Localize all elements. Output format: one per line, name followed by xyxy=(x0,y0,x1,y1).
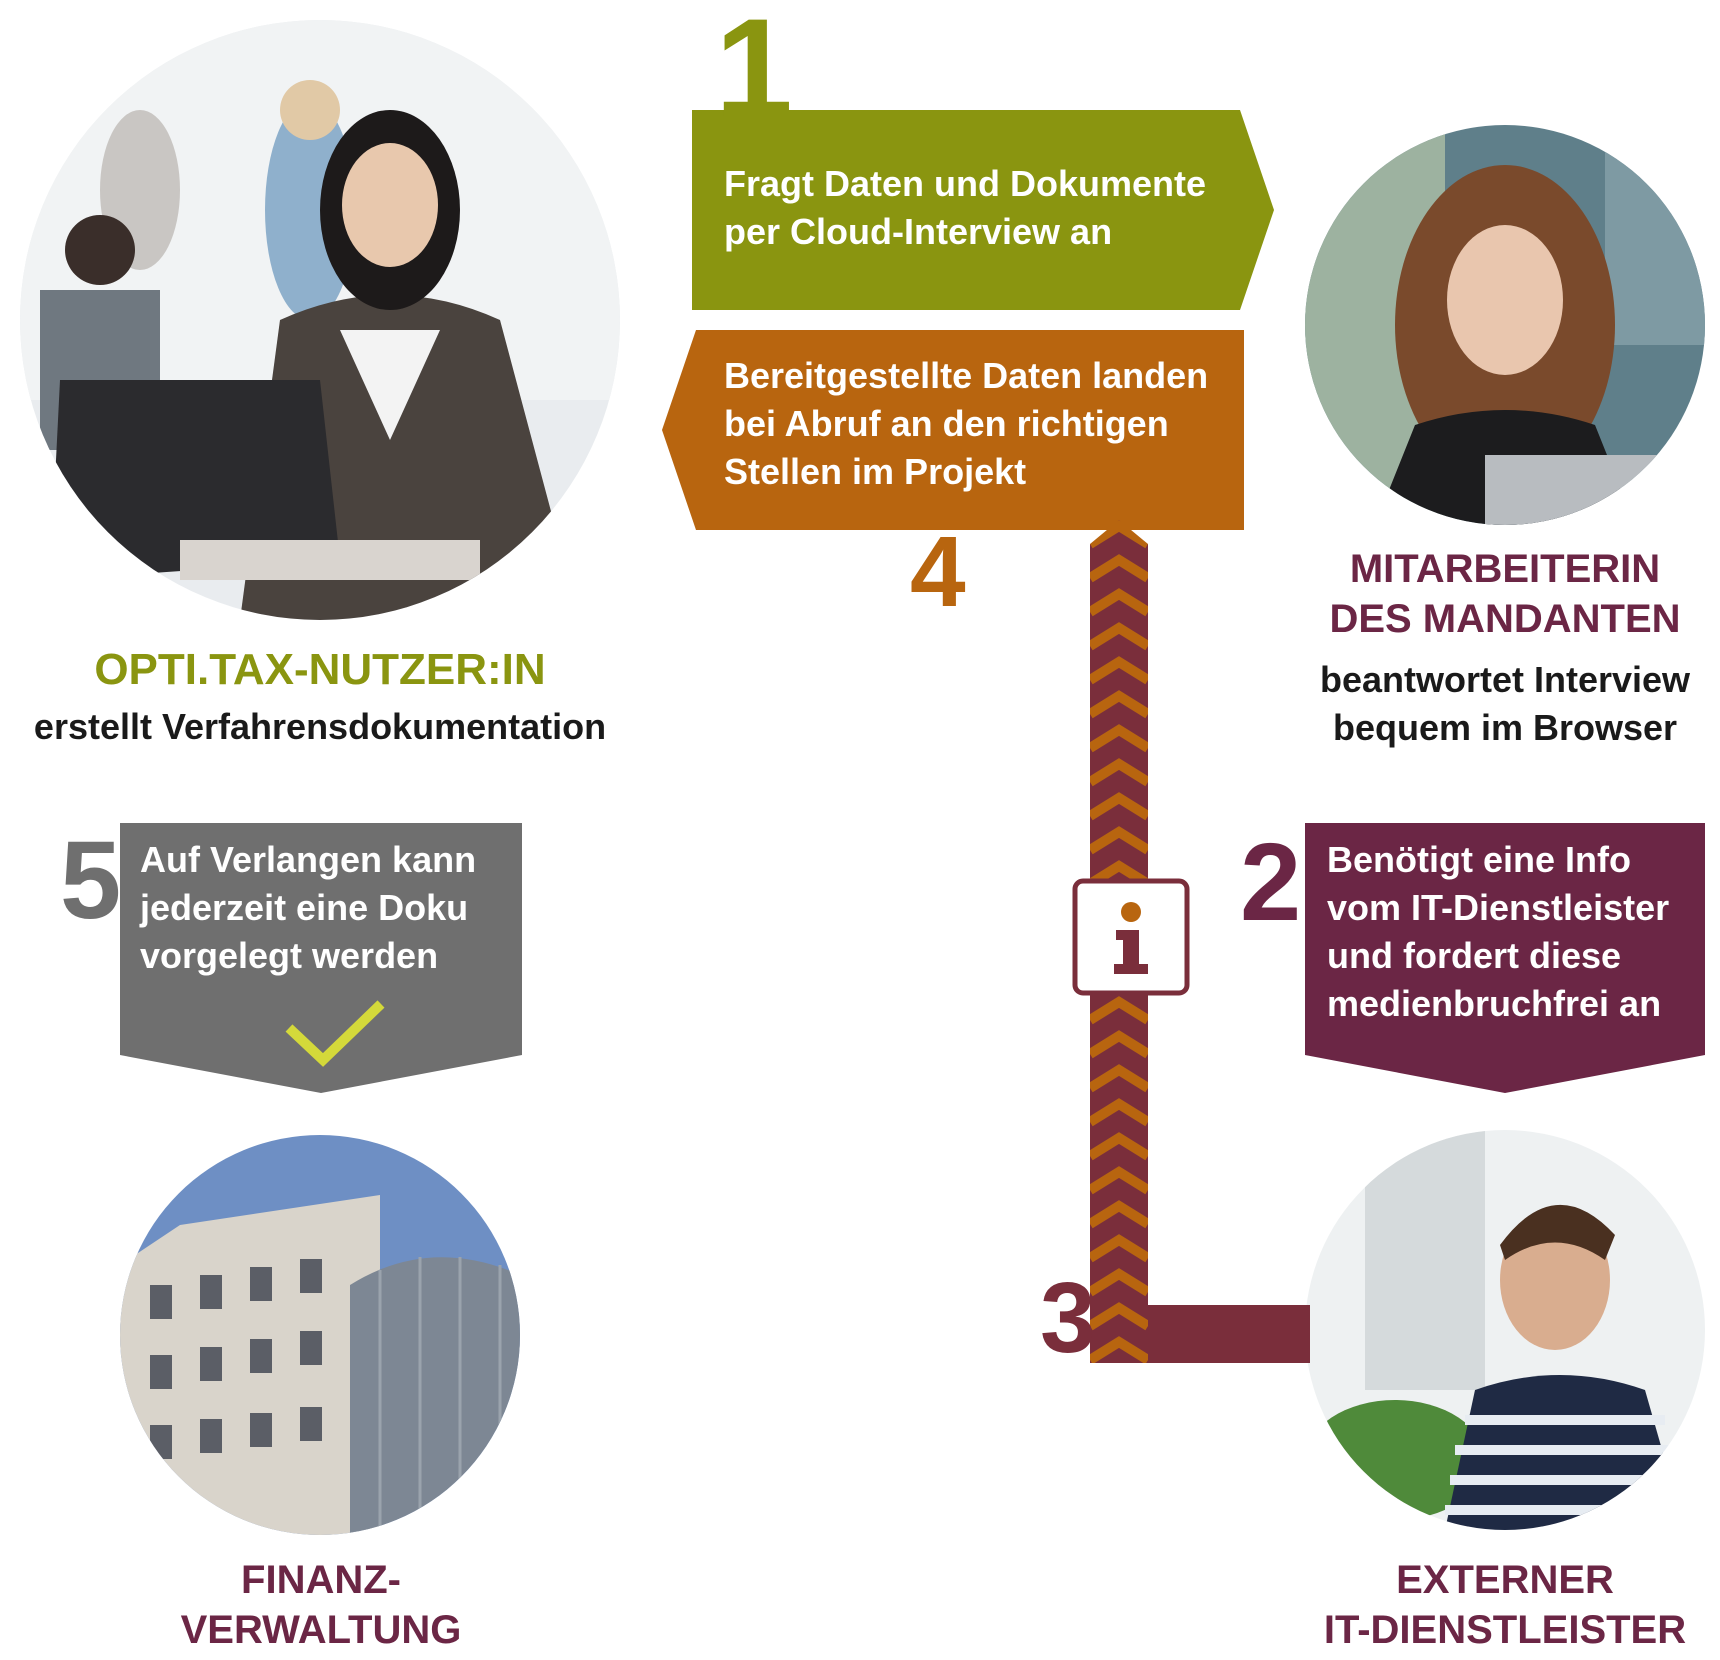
role-client-subtitle: beantwortet Interview bequem im Browser xyxy=(1319,659,1691,748)
step4-number: 4 xyxy=(910,516,966,628)
checkmark-icon xyxy=(283,998,387,1070)
step2-text: Benötigt eine Info vom IT-Dienstleister … xyxy=(1327,839,1670,1024)
photo-client-employee xyxy=(1305,125,1705,525)
step5-number: 5 xyxy=(60,819,122,942)
step2-box xyxy=(1305,823,1705,1093)
role-tax-office-title: FINANZ- VERWALTUNG xyxy=(180,1558,462,1652)
info-icon xyxy=(1072,878,1190,996)
photo-opti-tax-user xyxy=(20,20,620,620)
role-client-title: MITARBEITERIN DES MANDANTEN xyxy=(1329,547,1681,641)
photo-it-service-provider xyxy=(1305,1130,1705,1530)
step4-banner xyxy=(662,330,1244,530)
step1-number: 1 xyxy=(715,0,793,146)
step5-box xyxy=(120,823,522,1093)
role-user-title: OPTI.TAX-NUTZER:IN xyxy=(94,645,546,694)
step4-text: Bereitgestellte Daten landen bei Abruf a… xyxy=(724,355,1209,492)
step3-number: 3 xyxy=(1040,1262,1096,1374)
role-it-title: EXTERNER IT-DIENSTLEISTER xyxy=(1323,1558,1687,1652)
step1-text: Fragt Daten und Dokumente per Cloud-Inte… xyxy=(724,163,1207,252)
photo-tax-office-building xyxy=(120,1135,520,1535)
step5-text: Auf Verlangen kann jederzeit eine Doku v… xyxy=(140,839,477,976)
role-user-subtitle: erstellt Verfahrensdokumentation xyxy=(33,706,607,747)
step2-number: 2 xyxy=(1240,821,1302,944)
step1-banner xyxy=(692,110,1274,310)
